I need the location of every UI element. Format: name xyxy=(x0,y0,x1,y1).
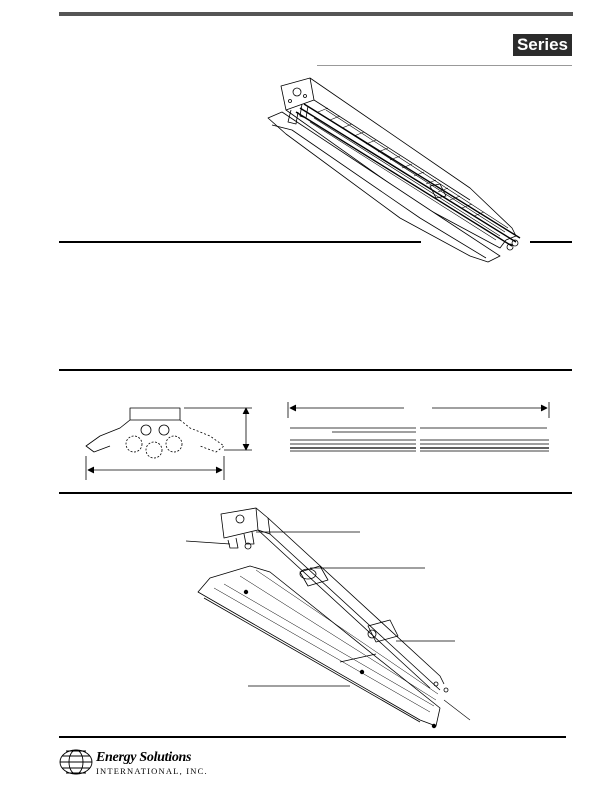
section-rule-2 xyxy=(59,369,572,371)
section-rule-4 xyxy=(59,736,566,738)
header-divider xyxy=(317,65,572,66)
globe-logo-icon xyxy=(59,749,93,775)
company-name: Energy Solutions xyxy=(96,750,192,765)
section-rule-1a xyxy=(59,241,421,243)
series-badge: Series xyxy=(513,34,572,56)
header-bar xyxy=(59,12,573,16)
end-view-dimension-drawing xyxy=(85,407,252,480)
section-rule-3 xyxy=(59,492,572,494)
company-subtitle: INTERNATIONAL, INC. xyxy=(96,766,208,776)
side-view-dimension-drawing xyxy=(287,402,550,452)
exploded-fixture-illustration xyxy=(185,507,471,729)
fixture-hero-illustration xyxy=(267,77,521,263)
section-rule-1b xyxy=(530,241,572,243)
